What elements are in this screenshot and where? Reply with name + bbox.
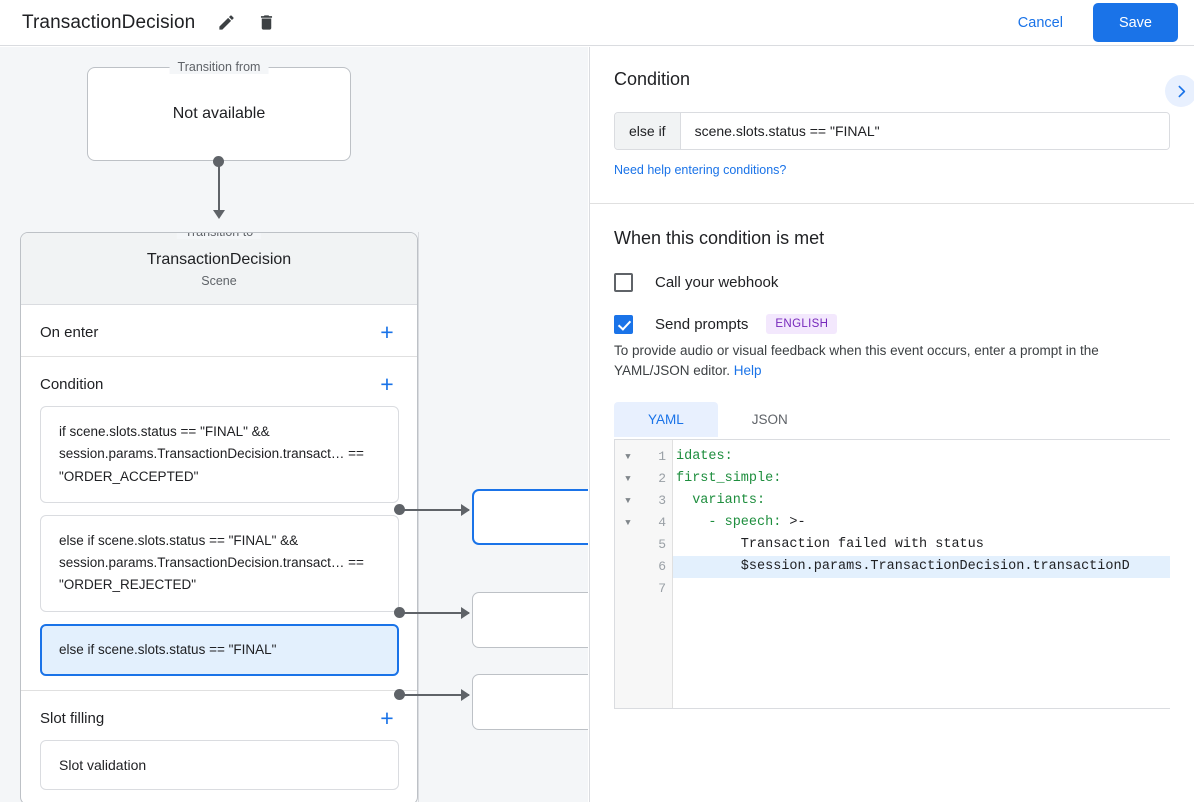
pencil-icon[interactable] — [209, 6, 243, 40]
gutter-row: 6 — [615, 556, 672, 578]
page-title: TransactionDecision — [22, 11, 196, 33]
condition-out-line-3 — [399, 694, 469, 696]
canvas-guide-rail — [418, 232, 419, 802]
header-actions: Cancel Save — [1004, 3, 1178, 42]
yaml-editor[interactable]: ▼1 ▼2 ▼3 ▼4 5 6 7 idates:first_simple: v… — [614, 438, 1170, 709]
transition-from-box: Transition from Not available — [87, 60, 351, 161]
section-title-slot-filling: Slot filling — [40, 709, 105, 727]
line-number: 1 — [658, 449, 666, 464]
condition-out-line-2 — [399, 612, 469, 614]
transition-target-3[interactable] — [472, 674, 588, 730]
fold-toggle-icon[interactable]: ▼ — [625, 473, 631, 484]
condition-prefix-label: else if — [615, 113, 681, 149]
condition-help-link[interactable]: Need help entering conditions? — [614, 163, 787, 177]
transition-from-value: Not available — [172, 105, 266, 122]
scene-node-title: TransactionDecision — [146, 251, 292, 268]
editor-line-4[interactable]: - speech: >- — [673, 512, 1170, 534]
line-number: 2 — [658, 471, 666, 486]
scene-node-header[interactable]: TransactionDecision Scene — [21, 233, 417, 305]
line-number: 3 — [658, 493, 666, 508]
gutter-row: ▼4 — [615, 512, 672, 534]
prompts-help-link[interactable]: Help — [733, 363, 762, 379]
webhook-checkbox-row[interactable]: Call your webhook — [614, 273, 1170, 292]
transition-target-1[interactable] — [472, 489, 588, 545]
condition-out-line-1 — [399, 509, 469, 511]
chevron-right-icon[interactable] — [1165, 75, 1194, 107]
transition-from-legend: Transition from — [169, 60, 269, 74]
section-title-condition: Condition — [40, 376, 104, 393]
line-number: 6 — [658, 559, 666, 574]
editor-gutter: ▼1 ▼2 ▼3 ▼4 5 6 7 — [615, 439, 673, 708]
condition-card-2[interactable]: else if scene.slots.status == "FINAL" &&… — [40, 514, 399, 612]
condition-expression-input[interactable] — [680, 113, 1169, 149]
yaml-key: first_simple: — [676, 470, 782, 486]
fold-toggle-icon[interactable]: ▼ — [625, 495, 631, 506]
fold-toggle-icon[interactable]: ▼ — [625, 517, 631, 528]
yaml-value: $session.params.TransactionDecision.tran… — [676, 558, 1130, 574]
send-prompts-label: Send prompts — [655, 315, 749, 333]
transition-target-2[interactable] — [472, 592, 588, 648]
yaml-value: Transaction failed with status — [676, 536, 984, 552]
editor-line-1[interactable]: idates: — [673, 446, 1170, 468]
section-on-enter: On enter + — [21, 305, 417, 357]
editor-line-3[interactable]: variants: — [673, 490, 1170, 512]
condition-out-arrow-1 — [461, 504, 470, 516]
condition-out-arrow-3 — [461, 689, 470, 701]
panel-condition-section: Condition else if Need help entering con… — [590, 47, 1194, 204]
gutter-row: ▼3 — [615, 490, 672, 512]
send-prompts-checkbox[interactable] — [614, 314, 633, 334]
app-header: TransactionDecision Cancel Save — [0, 0, 1194, 46]
webhook-checkbox[interactable] — [614, 273, 633, 292]
webhook-label: Call your webhook — [655, 274, 779, 291]
condition-out-arrow-2 — [461, 607, 470, 619]
slot-validation-card[interactable]: Slot validation — [40, 739, 399, 790]
language-badge: ENGLISH — [766, 314, 838, 334]
trash-icon[interactable] — [249, 6, 283, 40]
line-number: 7 — [658, 581, 666, 596]
editor-line-5[interactable]: Transaction failed with status — [673, 534, 1170, 556]
condition-card-3[interactable]: else if scene.slots.status == "FINAL" — [40, 623, 399, 676]
section-condition: Condition + if scene.slots.status == "FI… — [21, 357, 417, 691]
section-slot-filling: Slot filling + Slot validation — [21, 691, 417, 802]
gutter-row: ▼2 — [615, 468, 672, 490]
condition-card-1[interactable]: if scene.slots.status == "FINAL" && sess… — [40, 406, 399, 503]
add-slot-filling-button[interactable]: + — [380, 704, 394, 731]
prompts-description-text: To provide audio or visual feedback when… — [614, 343, 1099, 379]
scene-graph-canvas[interactable]: Transition from Not available Transition… — [0, 47, 588, 802]
yaml-value: >- — [781, 514, 806, 530]
fold-toggle-icon[interactable]: ▼ — [625, 451, 631, 462]
editor-line-6[interactable]: $session.params.TransactionDecision.tran… — [673, 555, 1170, 578]
connector-arrow — [213, 210, 225, 219]
panel-when-met-section: When this condition is met Call your web… — [590, 204, 1194, 733]
gutter-row: ▼1 — [615, 446, 672, 468]
tab-yaml[interactable]: YAML — [614, 401, 718, 437]
cancel-button[interactable]: Cancel — [1004, 6, 1077, 40]
condition-detail-panel: Condition else if Need help entering con… — [589, 47, 1194, 802]
condition-input-row[interactable]: else if — [614, 112, 1170, 150]
add-condition-button[interactable]: + — [380, 371, 394, 397]
scene-node-subtitle: Scene — [201, 274, 237, 288]
prompts-description: To provide audio or visual feedback when… — [614, 341, 1169, 382]
editor-line-7[interactable] — [673, 578, 1170, 600]
editor-format-tabs: YAML JSON — [614, 401, 1170, 437]
panel-condition-heading: Condition — [614, 69, 691, 89]
gutter-row: 5 — [615, 534, 672, 556]
yaml-key: variants: — [676, 492, 766, 508]
gutter-row: 7 — [615, 578, 672, 600]
tab-json[interactable]: JSON — [751, 411, 788, 427]
editor-line-2[interactable]: first_simple: — [673, 468, 1170, 490]
section-title-on-enter: On enter — [40, 324, 99, 341]
editor-code-area[interactable]: idates: first_simple: variants: - speech:… — [673, 440, 1170, 708]
line-number: 5 — [658, 537, 666, 552]
transition-to-legend: Transition to — [176, 232, 262, 239]
send-prompts-checkbox-row[interactable]: Send prompts ENGLISH — [614, 314, 1170, 334]
add-on-enter-button[interactable]: + — [380, 319, 394, 345]
yaml-key: idates: — [676, 448, 733, 464]
save-button[interactable]: Save — [1092, 3, 1178, 42]
yaml-key: - speech: — [676, 514, 782, 530]
line-number: 4 — [658, 515, 666, 530]
scene-node: Transition to TransactionDecision Scene … — [20, 232, 418, 802]
connector-line — [218, 161, 220, 213]
when-met-heading: When this condition is met — [614, 228, 825, 248]
